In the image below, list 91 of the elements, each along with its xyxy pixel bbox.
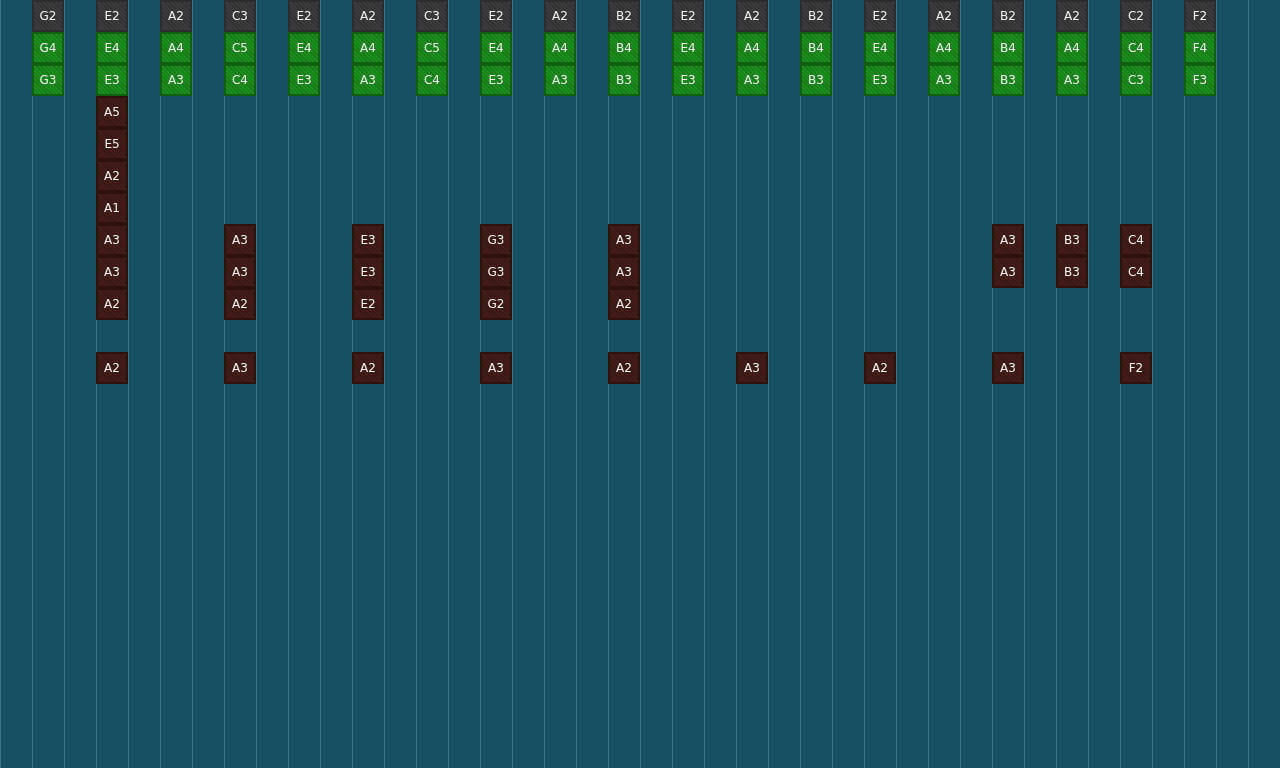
note-block: F3 [1184, 64, 1216, 96]
note-block: A4 [1056, 32, 1088, 64]
note-block: E4 [864, 32, 896, 64]
note-block: E2 [288, 0, 320, 32]
note-block: F2 [1120, 352, 1152, 384]
note-block: A2 [352, 0, 384, 32]
note-block: F4 [1184, 32, 1216, 64]
note-block: C4 [1120, 224, 1152, 256]
note-block: A2 [736, 0, 768, 32]
note-block: A3 [992, 256, 1024, 288]
note-block: A2 [608, 288, 640, 320]
note-block: A3 [96, 224, 128, 256]
note-block: B4 [800, 32, 832, 64]
note-block: G2 [32, 0, 64, 32]
note-block: A3 [736, 64, 768, 96]
note-block: A2 [96, 352, 128, 384]
note-block: A3 [992, 224, 1024, 256]
note-block: C2 [1120, 0, 1152, 32]
note-block: B4 [608, 32, 640, 64]
note-block: A3 [928, 64, 960, 96]
note-block: B4 [992, 32, 1024, 64]
note-block: C3 [416, 0, 448, 32]
note-block: A3 [160, 64, 192, 96]
note-block: G3 [480, 256, 512, 288]
note-block: E2 [672, 0, 704, 32]
note-block: A4 [736, 32, 768, 64]
note-block: E4 [288, 32, 320, 64]
note-block: A2 [608, 352, 640, 384]
note-block: B2 [800, 0, 832, 32]
note-block: C4 [224, 64, 256, 96]
note-block: E3 [672, 64, 704, 96]
note-block: G4 [32, 32, 64, 64]
note-block: E2 [96, 0, 128, 32]
note-block: E4 [96, 32, 128, 64]
note-block: A3 [608, 256, 640, 288]
note-block: A5 [96, 96, 128, 128]
note-block: A3 [96, 256, 128, 288]
note-block: C4 [1120, 32, 1152, 64]
note-block: B3 [608, 64, 640, 96]
note-block: E3 [96, 64, 128, 96]
note-block: C5 [224, 32, 256, 64]
note-block: B3 [800, 64, 832, 96]
note-block: A2 [864, 352, 896, 384]
note-block: E3 [352, 256, 384, 288]
note-block: A2 [544, 0, 576, 32]
note-block: B3 [1056, 256, 1088, 288]
note-block: A3 [352, 64, 384, 96]
note-block: A3 [608, 224, 640, 256]
note-block: A2 [928, 0, 960, 32]
note-block: A2 [160, 0, 192, 32]
note-block: A3 [480, 352, 512, 384]
note-block: A2 [352, 352, 384, 384]
note-block: E5 [96, 128, 128, 160]
note-block: C3 [224, 0, 256, 32]
note-block: A3 [224, 224, 256, 256]
note-block: A3 [992, 352, 1024, 384]
note-block: A2 [1056, 0, 1088, 32]
note-block: A1 [96, 192, 128, 224]
note-block: A4 [544, 32, 576, 64]
note-block: C5 [416, 32, 448, 64]
note-block: G2 [480, 288, 512, 320]
note-block: E3 [288, 64, 320, 96]
note-block: E4 [480, 32, 512, 64]
note-block: A2 [224, 288, 256, 320]
note-block: A4 [928, 32, 960, 64]
note-block: A2 [96, 288, 128, 320]
note-block: G3 [32, 64, 64, 96]
note-block: A4 [160, 32, 192, 64]
note-block: A3 [736, 352, 768, 384]
note-block: E3 [864, 64, 896, 96]
note-block: B2 [992, 0, 1024, 32]
note-block: A3 [224, 352, 256, 384]
note-block: A3 [224, 256, 256, 288]
note-block: B2 [608, 0, 640, 32]
note-block: E3 [480, 64, 512, 96]
note-block: E2 [352, 288, 384, 320]
note-block: A3 [544, 64, 576, 96]
note-block: C3 [1120, 64, 1152, 96]
note-block: E2 [864, 0, 896, 32]
note-block: C4 [416, 64, 448, 96]
note-block: B3 [1056, 224, 1088, 256]
note-block: A3 [1056, 64, 1088, 96]
note-block: C4 [1120, 256, 1152, 288]
note-block: F2 [1184, 0, 1216, 32]
note-block: E4 [672, 32, 704, 64]
note-block: A4 [352, 32, 384, 64]
note-block: G3 [480, 224, 512, 256]
note-block: E2 [480, 0, 512, 32]
note-block: A2 [96, 160, 128, 192]
note-block: B3 [992, 64, 1024, 96]
note-block: E3 [352, 224, 384, 256]
